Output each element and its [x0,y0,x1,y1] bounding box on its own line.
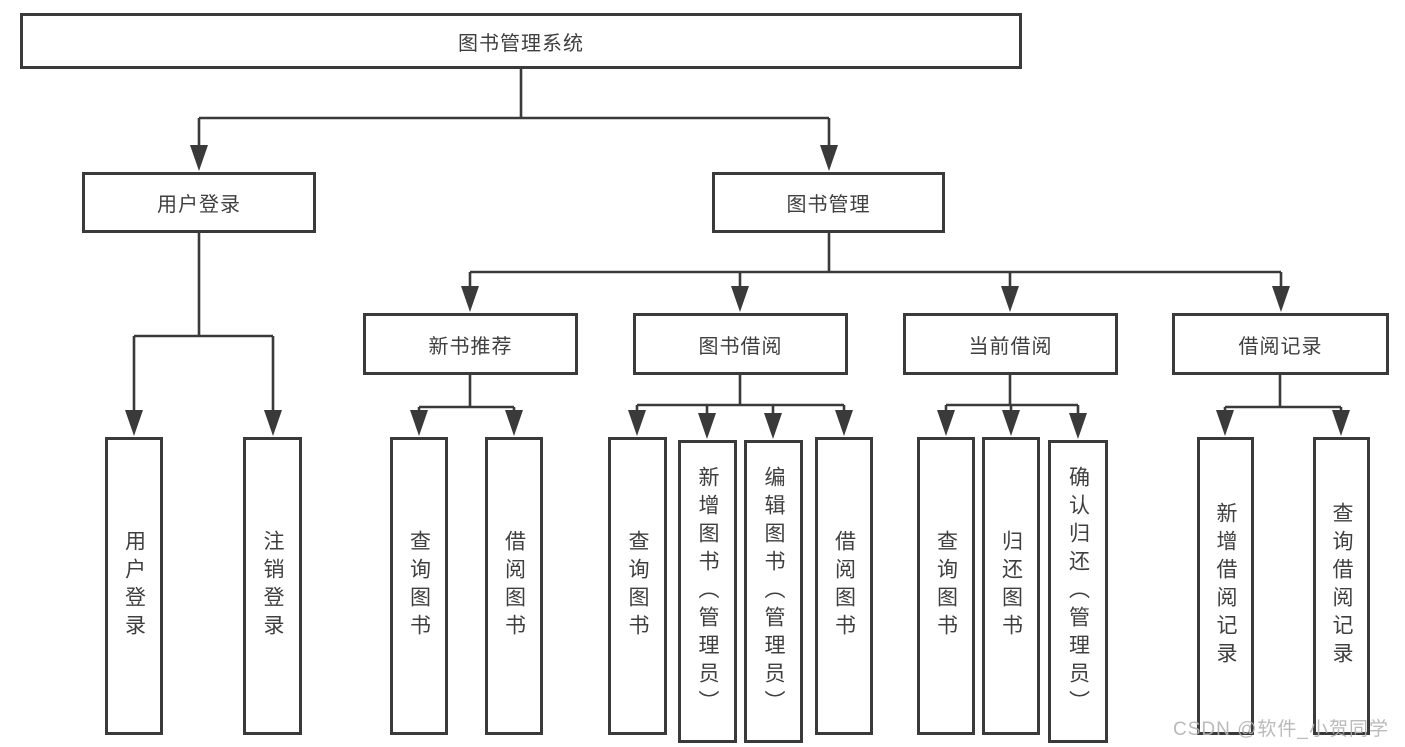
leaf-confirm-return-admin-label: 确认归还（管理员） [1066,465,1090,718]
leaf-add-books-admin: 新增图书（管理员） [678,440,737,743]
node-borrowing-records-label: 借阅记录 [1238,335,1323,358]
leaf-edit-books-admin-label: 编辑图书（管理员） [762,465,785,718]
leaf-logout: 注销登录 [243,437,302,735]
leaf-borrow-books-1: 借阅图书 [485,437,543,735]
leaf-edit-books-admin: 编辑图书（管理员） [744,440,803,743]
node-book-management-label: 图书管理 [786,194,871,216]
leaf-user-login: 用户登录 [105,437,163,735]
leaf-query-borrow-record-label: 查询借阅记录 [1330,502,1353,670]
leaf-borrow-books-1-label: 借阅图书 [502,530,526,642]
leaf-query-books-1: 查询图书 [390,437,448,735]
leaf-query-books-3-label: 查询图书 [934,530,958,642]
node-current-borrowing-label: 当前借阅 [968,335,1053,358]
leaf-query-borrow-record: 查询借阅记录 [1313,437,1370,735]
leaf-query-books-3: 查询图书 [917,437,975,735]
leaf-add-borrow-record: 新增借阅记录 [1197,437,1254,735]
node-user-login: 用户登录 [82,172,316,233]
node-borrowing-records: 借阅记录 [1172,313,1389,375]
node-root: 图书管理系统 [20,13,1022,69]
leaf-return-books-label: 归还图书 [999,530,1023,642]
node-book-borrowing: 图书借阅 [633,313,848,375]
node-book-borrowing-label: 图书借阅 [698,335,783,358]
leaf-query-books-1-label: 查询图书 [407,530,431,642]
leaf-query-books-2-label: 查询图书 [626,530,649,642]
node-root-label: 图书管理系统 [458,32,584,55]
leaf-borrow-books-2-label: 借阅图书 [832,530,856,642]
leaf-return-books: 归还图书 [982,437,1040,735]
watermark: CSDN @软件_小贺同学 [1173,719,1389,740]
node-user-login-label: 用户登录 [157,194,241,216]
node-current-borrowing: 当前借阅 [903,313,1118,375]
node-new-book-recommend-label: 新书推荐 [428,335,513,358]
leaf-logout-label: 注销登录 [261,530,284,642]
node-book-management: 图书管理 [712,172,945,233]
leaf-add-borrow-record-label: 新增借阅记录 [1214,502,1237,670]
leaf-query-books-2: 查询图书 [608,437,667,735]
leaf-confirm-return-admin: 确认归还（管理员） [1048,440,1108,743]
leaf-user-login-label: 用户登录 [122,530,146,642]
leaf-add-books-admin-label: 新增图书（管理员） [696,465,719,718]
node-new-book-recommend: 新书推荐 [363,313,578,375]
leaf-borrow-books-2: 借阅图书 [815,437,873,735]
